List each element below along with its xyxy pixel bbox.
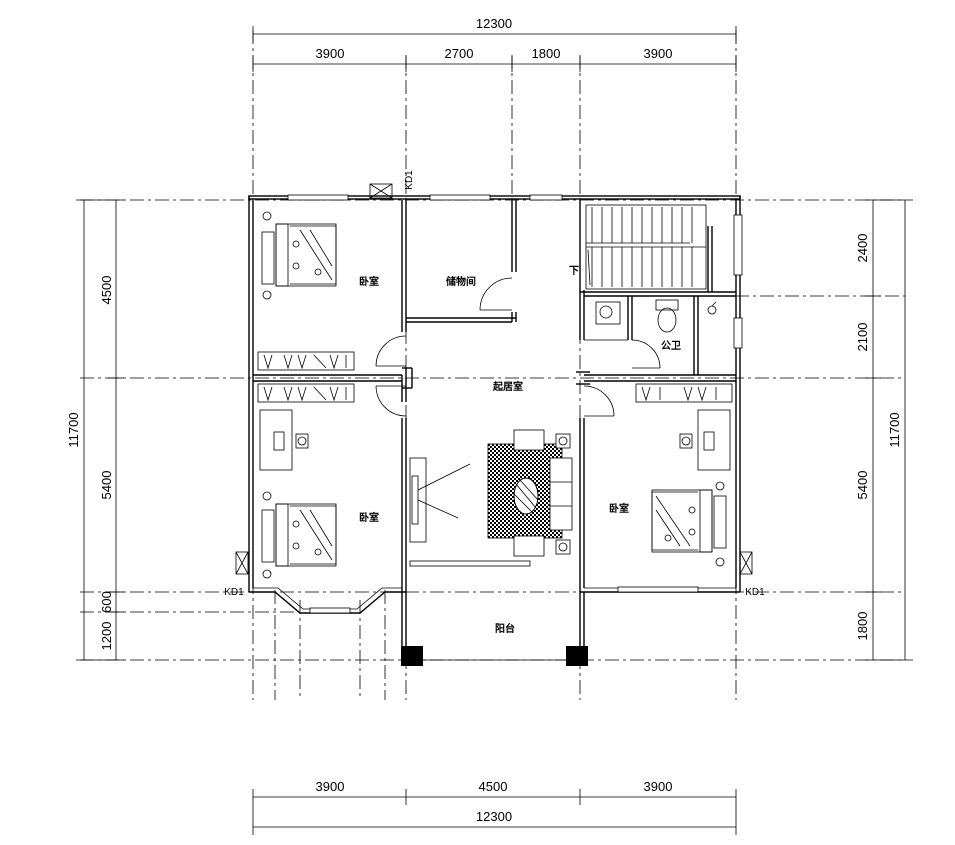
- kd-top-label: KD1: [404, 170, 415, 190]
- bed-bottom-left: [261, 491, 337, 579]
- right-dimensions: 2400 2100 5400 1800 11700: [855, 199, 913, 661]
- left-overall-dim: 11700: [66, 412, 81, 447]
- walls: [248, 195, 741, 614]
- desk-right: [679, 409, 731, 471]
- windows: [287, 194, 743, 614]
- wardrobe-right: [635, 383, 733, 403]
- left-dimensions: 11700 4500 5400 600 1200: [66, 199, 124, 661]
- bed-top-left: [261, 211, 337, 300]
- desk-bottom-left: [259, 409, 309, 471]
- kd-right-label: KD1: [745, 587, 765, 598]
- top-dimensions: 12300 3900 2700 1800 3900: [252, 16, 737, 72]
- wardrobe-bottom-left: [257, 383, 355, 403]
- right-dim-3: 5400: [855, 471, 870, 500]
- left-dim-3: 600: [99, 591, 114, 613]
- bottom-overall-dim: 12300: [476, 809, 512, 824]
- top-dim-3: 1800: [532, 46, 561, 61]
- room-living: 起居室: [492, 380, 523, 393]
- stair-down-label: 下: [569, 265, 579, 277]
- doors: [375, 277, 661, 417]
- left-dim-4: 1200: [99, 622, 114, 651]
- bottom-dim-1: 3900: [316, 779, 345, 794]
- left-dim-1: 4500: [99, 276, 114, 305]
- right-dim-2: 2100: [855, 323, 870, 352]
- kd-left-label: KD1: [224, 587, 244, 598]
- room-bedroom-right: 卧室: [609, 502, 629, 515]
- right-dim-1: 2400: [855, 234, 870, 263]
- bottom-dim-3: 3900: [644, 779, 673, 794]
- left-dim-2: 5400: [99, 471, 114, 500]
- top-dim-2: 2700: [445, 46, 474, 61]
- right-dim-4: 1800: [855, 612, 870, 641]
- top-dim-1: 3900: [316, 46, 345, 61]
- wardrobe-top-left: [257, 351, 355, 371]
- room-balcony: 阳台: [495, 622, 515, 635]
- sofa-set: [513, 429, 573, 557]
- kd-markers: KD1 KD1 KD1: [224, 170, 765, 598]
- room-labels: 卧室 储物间 起居室 卧室 卧室 公卫 阳台 下: [359, 265, 681, 635]
- bottom-dimensions: 3900 4500 3900 12300: [252, 779, 737, 835]
- bed-right: [651, 481, 727, 567]
- axis-lines: [80, 30, 905, 700]
- staircase: [585, 204, 707, 290]
- tv-cabinet: [409, 457, 471, 543]
- bottom-dim-2: 4500: [479, 779, 508, 794]
- room-storage: 储物间: [445, 275, 476, 288]
- top-dim-4: 3900: [644, 46, 673, 61]
- room-public-bathroom: 公卫: [661, 340, 681, 352]
- room-bedroom-top-left: 卧室: [359, 275, 379, 288]
- balcony: [401, 592, 588, 666]
- top-overall-dim: 12300: [476, 16, 512, 31]
- right-overall-dim: 11700: [887, 412, 902, 447]
- bathroom-fixtures: [595, 299, 717, 333]
- room-bedroom-bottom-left: 卧室: [359, 511, 379, 524]
